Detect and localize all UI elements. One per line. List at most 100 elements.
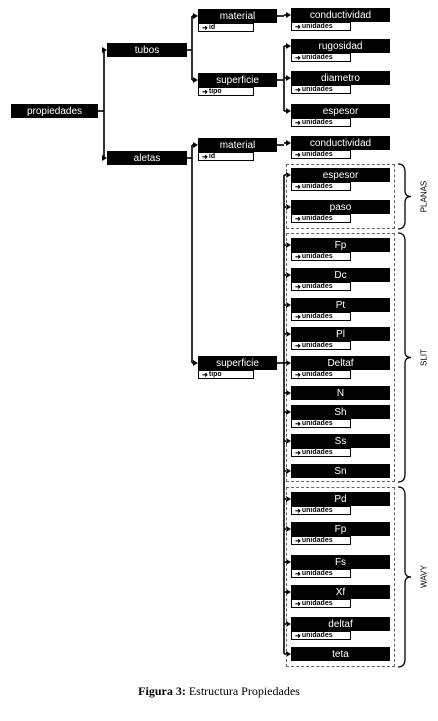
connector-aletas-superficie-leaf-15-arrowhead: [286, 621, 291, 627]
leaf-tubos-superficie-diametro: diametro: [291, 71, 390, 85]
attr-aletas-wavy-Xf: ➜unidades: [291, 599, 351, 608]
attribute-label: unidades: [301, 283, 333, 290]
attr-aletas-wavy-Fs: ➜unidades: [291, 569, 351, 578]
attr-aletas-wavy-Pd: ➜unidades: [291, 506, 351, 515]
arrow-icon: ➜: [295, 342, 301, 350]
leaf-tubos-superficie-espesor: espesor: [291, 104, 390, 118]
attribute-label: unidades: [301, 183, 333, 190]
attribute-label: unidades: [301, 420, 333, 427]
connector-tubos-material-leaf-arrowhead: [286, 12, 291, 18]
connector-aletas-superficie-leaf-11-arrowhead: [286, 496, 291, 502]
attr-aletas-wavy-deltaf: ➜unidades: [291, 631, 351, 640]
attribute-label: unidades: [301, 537, 333, 544]
arrow-icon: ➜: [295, 183, 301, 191]
attribute-label: unidades: [301, 600, 333, 607]
attr-aletas-slit-Sh: ➜unidades: [291, 419, 351, 428]
connector-aletas-superficie-leaf-16-arrowhead: [286, 651, 291, 657]
attr-aletas-slit-Pl: ➜unidades: [291, 341, 351, 350]
group-box-planas: [286, 164, 395, 229]
node-tubos-material: material: [198, 9, 277, 23]
connector-aletas-superficie-leaf-8-arrowhead: [286, 409, 291, 415]
arrow-icon: ➜: [295, 632, 301, 640]
attr-aletas-slit-Pt: ➜unidades: [291, 312, 351, 321]
figure-caption: Figura 3: Estructura Propiedades: [0, 684, 438, 699]
connector-tubos-superficie-arrowhead: [193, 77, 198, 83]
attr-aletas-slit-Fp: ➜unidades: [291, 252, 351, 261]
attr-tubos-superficie-espesor: ➜unidades: [291, 118, 351, 127]
caption-text: Estructura Propiedades: [188, 684, 300, 698]
connector-root-tubos-arrowhead: [102, 47, 107, 53]
connector-aletas-superficie-leaf-5-arrowhead: [286, 331, 291, 337]
arrow-icon: ➜: [295, 215, 301, 223]
leaf-aletas-wavy-teta: teta: [291, 647, 390, 661]
connector-aletas-superficie-leaf-12-arrowhead: [286, 526, 291, 532]
brace-wavy: [397, 486, 412, 668]
arrow-icon: ➜: [295, 313, 301, 321]
arrow-icon: ➜: [295, 420, 301, 428]
leaf-aletas-wavy-Pd: Pd: [291, 492, 390, 506]
arrow-icon: ➜: [295, 86, 301, 94]
leaf-aletas-slit-Pl: Pl: [291, 327, 390, 341]
caption-label: Figura 3:: [138, 684, 186, 698]
arrow-icon: ➜: [202, 153, 208, 161]
group-label-slit: SLIT: [419, 348, 429, 366]
arrow-icon: ➜: [295, 371, 301, 379]
arrow-icon: ➜: [202, 371, 208, 379]
group-label-planas: PLANAS: [419, 180, 429, 212]
attribute-label: unidades: [301, 119, 333, 126]
arrow-icon: ➜: [295, 151, 301, 159]
attribute-label: unidades: [301, 449, 333, 456]
attribute-label: unidades: [301, 253, 333, 260]
leaf-aletas-wavy-deltaf: deltaf: [291, 617, 390, 631]
attr-aletas-wavy-Fp: ➜unidades: [291, 536, 351, 545]
leaf-aletas-wavy-Xf: Xf: [291, 585, 390, 599]
connector-aletas-superficie-arrowhead: [193, 360, 198, 366]
arrow-icon: ➜: [295, 600, 301, 608]
arrow-icon: ➜: [295, 507, 301, 515]
attribute-label: tipo: [208, 88, 222, 95]
leaf-tubos-material-conductividad: conductividad: [291, 8, 390, 22]
attr-aletas-material-conductividad: ➜unidades: [291, 150, 351, 159]
leaf-aletas-planas-espesor: espesor: [291, 168, 390, 182]
group-box-wavy: [286, 487, 395, 667]
attr-aletas-slit-Dc: ➜unidades: [291, 282, 351, 291]
attribute-label: unidades: [301, 507, 333, 514]
connector-aletas-superficie-leaf-0-arrowhead: [286, 172, 291, 178]
leaf-aletas-slit-Sn: Sn: [291, 464, 390, 478]
connector-aletas-superficie-leaf-7-arrowhead: [286, 390, 291, 396]
node-aletas-material: material: [198, 138, 277, 152]
arrow-icon: ➜: [295, 449, 301, 457]
attr-aletas-slit-Deltaf: ➜unidades: [291, 370, 351, 379]
connector-aletas-superficie-leaf-2-arrowhead: [286, 242, 291, 248]
node-aletas: aletas: [107, 151, 187, 165]
leaf-aletas-slit-Fp: Fp: [291, 238, 390, 252]
attribute-label: id: [208, 24, 216, 31]
attribute-label: unidades: [301, 632, 333, 639]
connector-aletas-superficie-leaf-10-arrowhead: [286, 468, 291, 474]
leaf-aletas-material-conductividad: conductividad: [291, 136, 390, 150]
leaf-aletas-wavy-Fs: Fs: [291, 555, 390, 569]
connector-aletas-superficie-leaf-4-arrowhead: [286, 302, 291, 308]
attribute-label: tipo: [208, 371, 222, 378]
attr-tubos-superficie-rugosidad: ➜unidades: [291, 53, 351, 62]
arrow-icon: ➜: [295, 570, 301, 578]
group-box-slit: [286, 233, 395, 482]
leaf-aletas-slit-Ss: Ss: [291, 434, 390, 448]
connector-aletas-superficie-leaf-3-arrowhead: [286, 272, 291, 278]
arrow-icon: ➜: [202, 24, 208, 32]
attr-aletas-material: ➜id: [198, 152, 254, 161]
attr-tubos-material-conductividad: ➜unidades: [291, 22, 351, 31]
attribute-label: id: [208, 153, 216, 160]
connector-tubos-material-arrowhead: [193, 13, 198, 19]
attribute-label: unidades: [301, 342, 333, 349]
leaf-aletas-planas-paso: paso: [291, 200, 390, 214]
connector-tubos-superficie-leaf-1-arrowhead: [286, 75, 291, 81]
attr-aletas-slit-Ss: ➜unidades: [291, 448, 351, 457]
arrow-icon: ➜: [202, 88, 208, 96]
attr-aletas-planas-espesor: ➜unidades: [291, 182, 351, 191]
arrow-icon: ➜: [295, 537, 301, 545]
group-label-wavy: WAVY: [419, 565, 429, 588]
attr-aletas-superficie: ➜tipo: [198, 370, 254, 379]
